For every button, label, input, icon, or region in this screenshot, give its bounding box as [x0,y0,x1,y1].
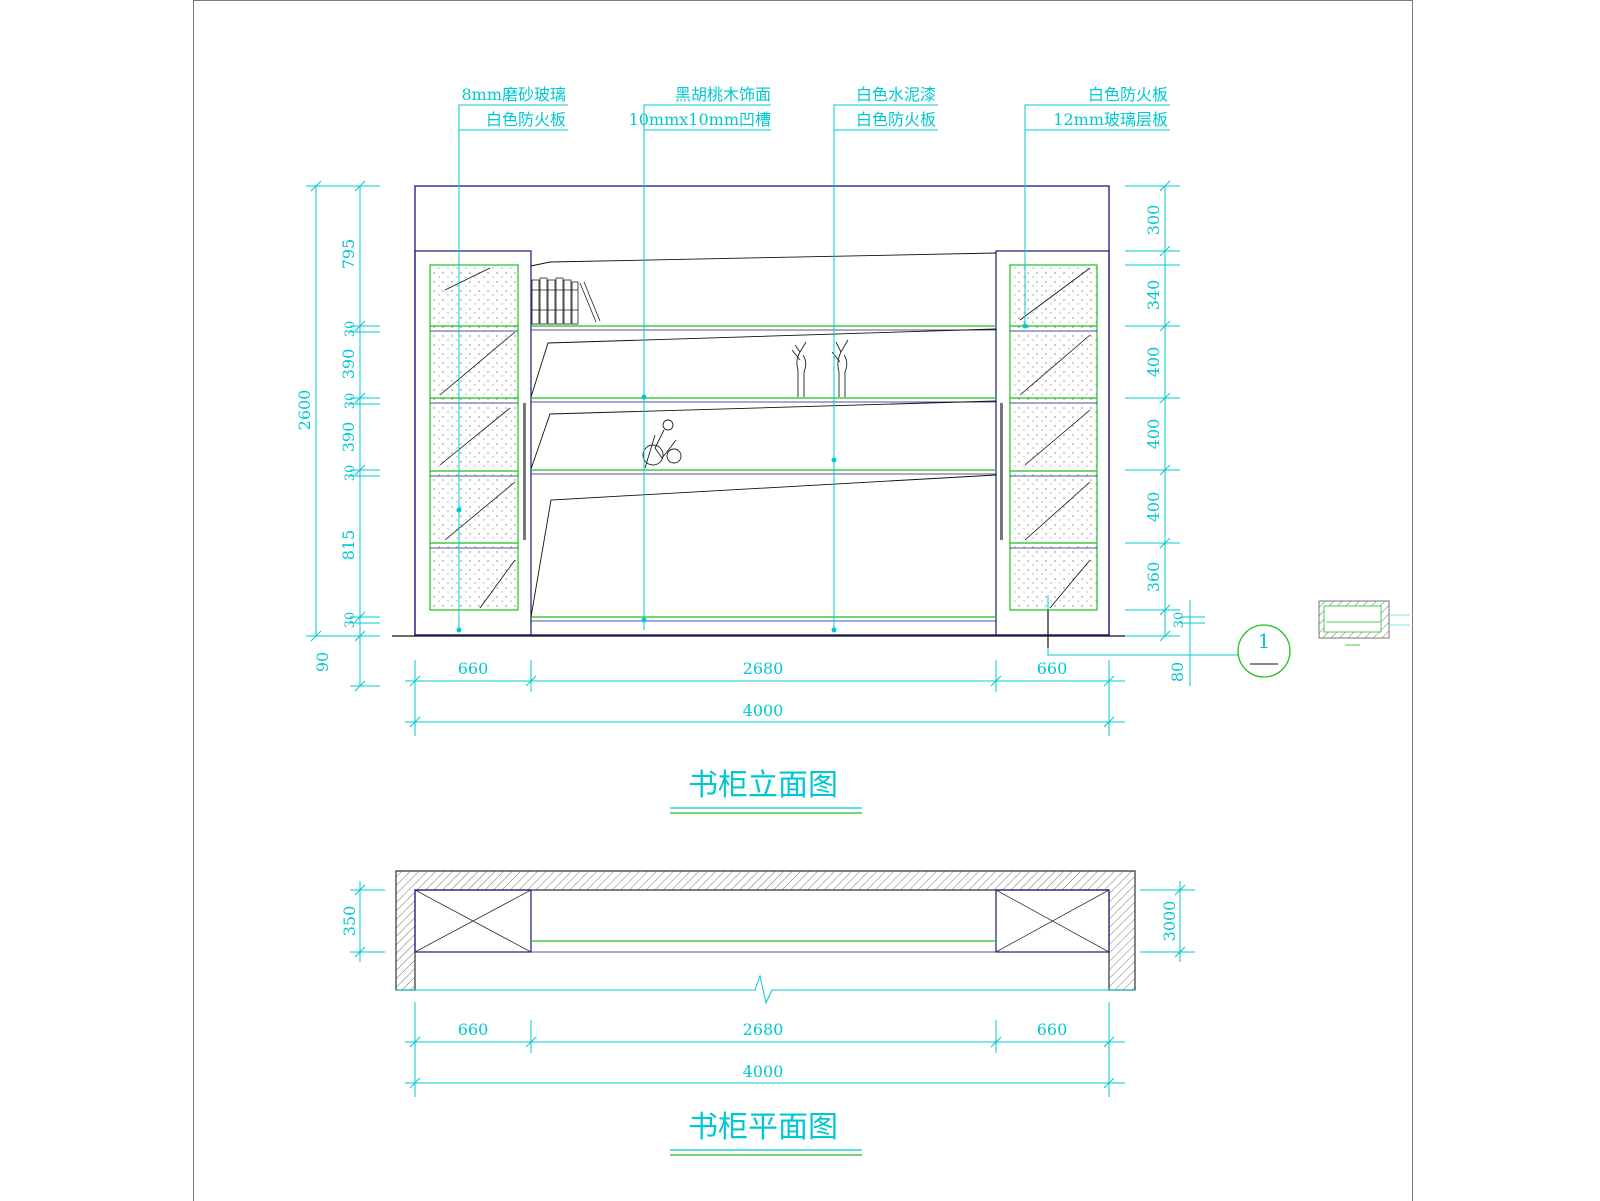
plan-right-column [995,889,1110,953]
annotation-4-line-2: 12mm玻璃层板 [1053,110,1168,129]
dim-90: 90 [313,652,332,672]
dim-390-a: 390 [339,349,358,380]
plan-dim-350: 350 [340,906,359,937]
dim-795: 795 [339,239,358,270]
books-decor [531,277,601,325]
cabinet-outline [414,185,1110,636]
annotation-leaders [458,104,1238,656]
plan-left-column [414,889,532,953]
dim-360: 360 [1144,562,1163,593]
left-door-handle [523,403,526,540]
annotation-1-line-2: 白色防火板 [486,110,566,129]
annotation-2-line-2: 10mmx10mm凹槽 [629,110,771,129]
right-dimension-text: 300 340 400 400 400 360 30 80 [1144,205,1187,682]
dim-400-c: 400 [1144,492,1163,523]
dim-340: 340 [1144,280,1163,311]
annotation-text: 8mm磨砂玻璃 白色防火板 黑胡桃木饰面 10mmx10mm凹槽 白色水泥漆 白… [461,85,1168,129]
dim-400-b: 400 [1144,419,1163,450]
plan-side-dimension-lines [350,881,1195,962]
annotation-1-line-1: 8mm磨砂玻璃 [461,85,566,104]
dim-30-d: 30 [343,612,358,629]
walnut-panel-lines [530,252,997,618]
section-mark-number: 1 [1258,629,1271,653]
break-line [396,974,1135,1005]
right-door-handle [1000,403,1003,540]
left-dimension-lines [306,180,380,692]
plan-dim-660-left: 660 [458,1020,489,1039]
annotation-dots [456,323,1028,633]
bottom-dimension-text: 660 2680 660 4000 [458,659,1068,720]
elevation-title: 书柜立面图 [688,768,838,803]
dim-815: 815 [339,530,358,561]
dim-660-left: 660 [458,659,489,678]
left-dimension-text: 2600 795 30 390 30 390 30 815 30 90 [295,239,358,672]
bottom-dimension-lines [405,660,1125,736]
dim-30-a: 30 [343,321,358,338]
section-mark: 1 [1237,624,1291,678]
plan-bottom-dimension-text: 660 2680 660 4000 [458,1020,1068,1081]
dim-30-right: 30 [1172,612,1187,629]
dim-30-c: 30 [343,465,358,482]
dim-2680: 2680 [743,659,784,678]
dim-4000: 4000 [743,701,784,720]
vase-decor [791,339,849,397]
right-dimension-lines [1125,180,1205,686]
plan-dim-3000: 3000 [1160,901,1179,942]
dim-2600: 2600 [295,390,314,431]
annotation-3-line-1: 白色水泥漆 [856,85,936,104]
section-detail-thumbnail [1318,600,1410,646]
annotation-3-line-2: 白色防火板 [856,110,936,129]
wall-hatch [395,870,1136,991]
annotation-2-line-1: 黑胡桃木饰面 [675,85,771,104]
plan-dim-660-right: 660 [1037,1020,1068,1039]
dim-400-a: 400 [1144,347,1163,378]
elevation-view: 8mm磨砂玻璃 白色防火板 黑胡桃木饰面 10mmx10mm凹槽 白色水泥漆 白… [295,85,1410,814]
plan-dim-2680: 2680 [743,1020,784,1039]
shelves [531,325,996,622]
dim-300: 300 [1144,205,1163,236]
annotation-4-line-1: 白色防火板 [1088,85,1168,104]
dim-390-b: 390 [339,422,358,453]
dim-30-b: 30 [343,393,358,410]
plan-view: 350 3000 660 2680 660 4000 书柜平面图 [340,870,1195,1156]
cyclist-decor [642,419,682,469]
plan-bottom-dimension-lines [405,1002,1125,1097]
plan-title: 书柜平面图 [688,1110,838,1145]
right-column [995,250,1110,636]
dim-660-right: 660 [1037,659,1068,678]
drawing-frame [193,0,1413,1201]
left-column [414,250,532,636]
plan-dim-4000: 4000 [743,1062,784,1081]
dim-80: 80 [1168,662,1187,682]
